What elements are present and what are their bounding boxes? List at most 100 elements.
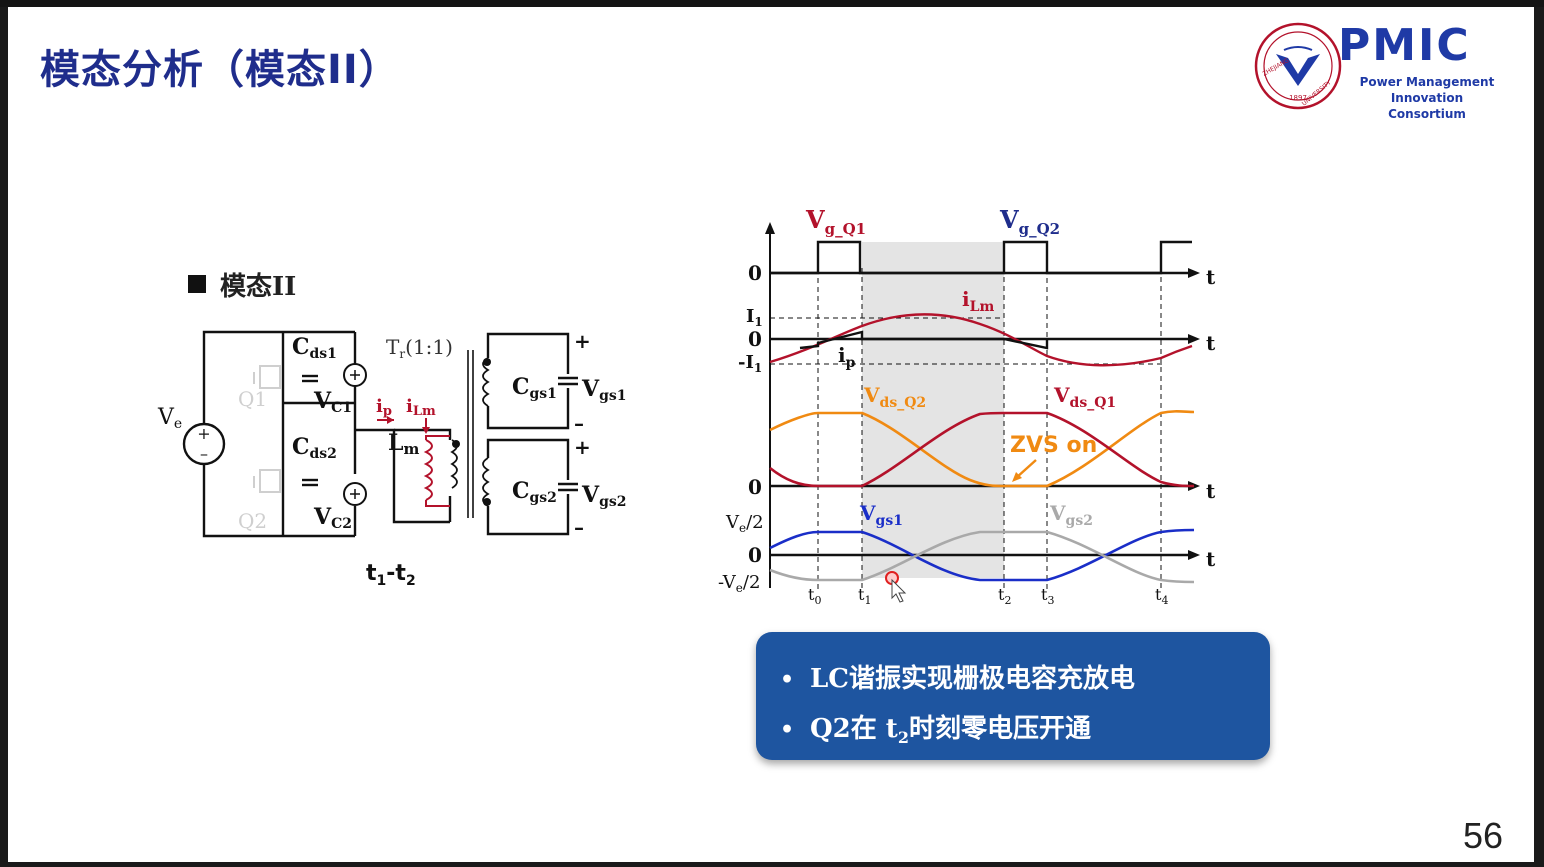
ve-minus: – [200,444,208,463]
q1-label: Q1 [238,387,267,411]
tick-t1: t [858,585,865,604]
vds-q1-sub: ds_Q1 [1070,395,1117,411]
square-bullet-icon [188,275,206,293]
slide-title: 模态分析（模态II） [40,47,400,93]
callout-item-2-post: 时刻零电压开通 [908,714,1091,744]
section-heading-text: 模态II [220,272,297,302]
caption-sub2: 2 [406,573,416,589]
vc1-sub: C1 [331,400,352,416]
vg-q1-sub: g_Q1 [825,220,867,238]
vgs2-sub: gs2 [599,494,626,510]
vg-q2-label: V [999,205,1019,234]
vgs1-minus: – [574,411,584,435]
ilm-wave-sub: Lm [970,299,995,315]
summary-callout: •LC谐振实现栅极电容充放电 •Q2在 t2时刻零电压开通 [756,632,1270,760]
svg-text:Cgs2: Cgs2 [512,478,557,506]
vgs2-wave-sub: gs2 [1066,513,1093,529]
vgs1-sub: gs1 [599,388,626,404]
svg-text:Vg_Q2: Vg_Q2 [999,205,1060,238]
caption-sub1: 1 [377,573,387,589]
tick-t4-sub: 4 [1161,594,1168,607]
cgs2-label: C [512,478,530,504]
svg-text:Vgs1: Vgs1 [859,501,903,529]
svg-text:VC2: VC2 [313,504,352,532]
svg-text:t3: t3 [1041,585,1054,607]
svg-text:Cds2: Cds2 [292,434,337,462]
ip-wave-sub: p [846,355,856,371]
caption-dash: -t [386,561,406,586]
neg-half-ve-sub: e [736,581,743,595]
vgs1-wave-label: V [859,501,876,525]
tr-sub: r [399,347,405,361]
tr-ratio: (1:1) [405,335,453,359]
svg-text:Ve: Ve [157,405,182,432]
vgs1-wave-sub: gs1 [876,513,903,529]
svg-text:I1: I1 [746,306,763,329]
svg-text:Lm: Lm [388,430,419,458]
tick-t2: t [998,585,1005,604]
svg-text:Cgs1: Cgs1 [512,374,557,402]
svg-text:Vgs2: Vgs2 [581,482,627,510]
neg-i1-sub: 1 [754,361,762,375]
ip-wave-label: i [838,343,846,367]
svg-text:Ve/2: Ve/2 [725,512,764,535]
tick-t0: t [808,585,815,604]
half-ve-sub: e [739,521,746,535]
half-ve-label: V [725,512,740,533]
neg-half-ve-suffix: /2 [743,572,761,593]
waveform-diagram: 0 0 0 0 t t t t I1 -I1 Ve/2 -Ve/2 Vg_Q1 … [718,205,1216,607]
lm-label: L [388,430,403,456]
neg-half-ve-label: -V [718,572,737,593]
i1-label: I [746,306,754,327]
t-axis-label-2: t [1206,331,1216,355]
pmic-subtitle-line2: Innovation Consortium [1388,91,1466,121]
cds2-sub: ds2 [310,446,337,462]
bullet-dot-icon: • [780,717,795,743]
top-bar [0,0,1544,7]
zju-seal-icon: 1897 ZHEJIANG UNIVERSITY [1254,22,1342,110]
vds-q1-label: V [1053,383,1070,407]
vgs2-label: V [581,482,600,508]
pmic-wordmark: PMIC [1338,20,1471,71]
t-axis-label-1: t [1206,265,1216,289]
half-ve-suffix: /2 [746,512,764,533]
zero-label-2: 0 [748,327,762,351]
ve-label: V [157,405,175,430]
vc1-label: V [313,388,332,414]
svg-text:t1: t1 [858,585,871,607]
vgs1-plus: + [574,329,591,353]
svg-text:-I1: -I1 [738,352,762,375]
vds-q2-sub: ds_Q2 [880,395,927,411]
ip-sub: p [383,404,392,419]
caption-t: t [366,561,377,586]
ve-sub: e [174,416,182,432]
cgs1-sub: gs1 [530,386,557,402]
callout-item-2: •Q2在 t2时刻零电压开通 [780,708,1091,747]
callout-item-1-text: LC谐振实现栅极电容充放电 [810,664,1135,694]
pmic-subtitle: Power Management Innovation Consortium [1352,74,1502,122]
ilm-label: i [406,396,413,417]
zju-pmic-logo: 1897 ZHEJIANG UNIVERSITY [1254,22,1342,110]
neg-i1-label: -I [738,352,754,373]
svg-text:ip: ip [838,343,856,371]
svg-text:Vg_Q1: Vg_Q1 [805,205,866,238]
cds2-label: C [292,434,310,460]
callout-item-1: •LC谐振实现栅极电容充放电 [780,658,1135,695]
vgs2-wave-label: V [1049,501,1066,525]
cds1-sub: ds1 [310,346,337,362]
ilm-wave-label: i [962,287,970,311]
svg-text:-Ve/2: -Ve/2 [718,572,760,595]
svg-text:Tr(1:1): Tr(1:1) [386,335,453,361]
svg-text:Vgs1: Vgs1 [581,376,627,404]
ilm-sub: Lm [413,404,436,419]
q2-ghost-mosfet-icon [253,469,281,493]
vg-q1-label: V [805,205,825,234]
circuit-diagram: + – Ve Cds1 VC1 Cds2 VC2 Q1 Q2 Tr(1:1) i… [157,329,627,589]
t-axis-label-4: t [1206,547,1216,571]
tick-t0-sub: 0 [814,594,821,607]
tick-t3-sub: 3 [1047,594,1054,607]
zero-label-4: 0 [748,543,762,567]
seal-year: 1897 [1289,94,1307,102]
t-axis-label-3: t [1206,479,1216,503]
svg-text:t4: t4 [1155,585,1168,607]
